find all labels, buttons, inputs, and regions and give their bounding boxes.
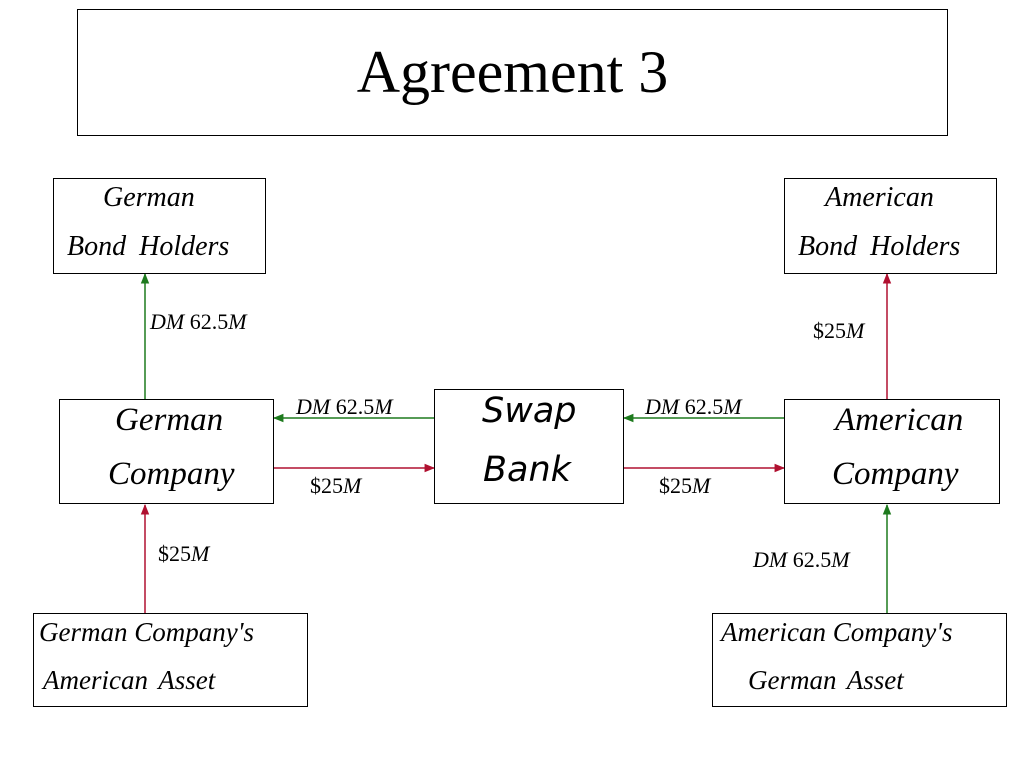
german-bond-holders-box: German Bond Holders — [53, 178, 266, 274]
flow-label-american-to-bank: DM 62.5M — [645, 394, 742, 419]
american-company-line2: Company — [832, 456, 959, 492]
german-company-asset-line1: German Company's — [39, 617, 255, 647]
flow-label-american-bond: $25M — [813, 318, 865, 343]
swap-bank-box: Swap Bank — [434, 389, 624, 504]
american-bond-holders-box: American Bond Holders — [784, 178, 997, 274]
german-company-asset-line2: American Asset — [43, 665, 216, 695]
german-bond-holders-line2: Bond Holders — [67, 231, 230, 262]
american-bond-holders-line1: American — [825, 182, 934, 213]
american-company-asset-box: American Company's German Asset — [712, 613, 1007, 707]
flow-label-asset-to-american: DM 62.5M — [753, 547, 850, 572]
american-company-asset-line2: German Asset — [748, 665, 904, 695]
german-bond-holders-line1: German — [103, 182, 195, 213]
flow-label-asset-to-german: $25M — [158, 541, 210, 566]
page-title: Agreement 3 — [356, 39, 669, 105]
german-company-line2: Company — [108, 456, 235, 492]
flow-label-bank-to-american: $25M — [659, 473, 711, 498]
flow-label-german-bond: DM 62.5M — [150, 309, 247, 334]
german-company-line1: German — [115, 402, 224, 438]
american-company-line1: American — [835, 402, 964, 438]
german-company-asset-box: German Company's American Asset — [33, 613, 308, 707]
swap-bank-line2: Bank — [483, 450, 571, 490]
flow-label-bank-to-german: DM 62.5M — [296, 394, 393, 419]
flow-label-german-to-bank: $25M — [310, 473, 362, 498]
swap-bank-line1: Swap — [482, 391, 577, 431]
american-company-box: American Company — [784, 399, 1000, 504]
german-company-box: German Company — [59, 399, 274, 504]
title-box: Agreement 3 — [77, 9, 948, 136]
american-bond-holders-line2: Bond Holders — [798, 231, 961, 262]
american-company-asset-line1: American Company's — [721, 617, 953, 647]
